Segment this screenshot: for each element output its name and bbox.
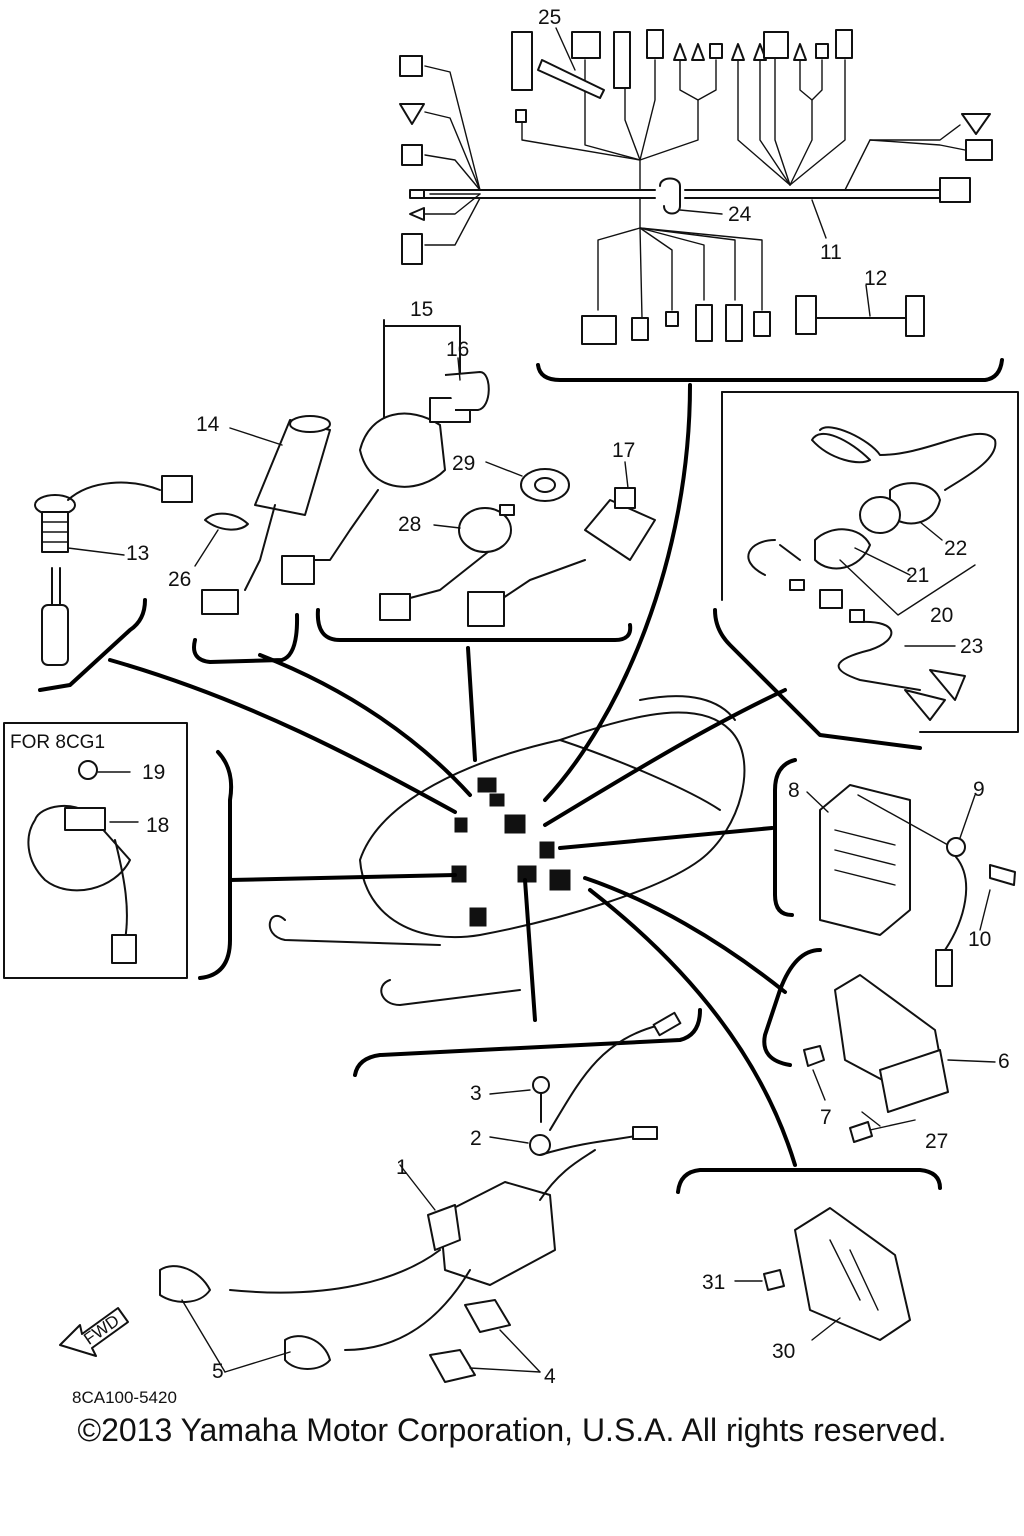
callout-19: 19 — [142, 761, 165, 784]
inset-8cg1 — [3, 722, 234, 980]
callout-12: 12 — [864, 267, 887, 290]
callout-17: 17 — [612, 439, 635, 462]
callout-27: 27 — [925, 1130, 948, 1153]
callout-15: 15 — [410, 298, 433, 321]
rectifier-regulator — [773, 758, 1016, 987]
callout-8: 8 — [788, 779, 800, 802]
callout-29: 29 — [452, 452, 475, 475]
copyright-notice: ©2013 Yamaha Motor Corporation, U.S.A. A… — [77, 1412, 947, 1448]
inset-label: FOR 8CG1 — [10, 732, 105, 753]
callout-24: 24 — [728, 203, 752, 226]
callout-labels: 25 24 11 12 15 16 14 17 29 28 13 26 22 2… — [10, 6, 1010, 1407]
diagram-code: 8CA100-5420 — [72, 1388, 177, 1407]
callout-21: 21 — [906, 564, 929, 587]
callout-31: 31 — [702, 1271, 725, 1294]
callout-3: 3 — [470, 1082, 482, 1105]
callout-11: 11 — [820, 241, 842, 264]
callout-13: 13 — [126, 542, 149, 565]
callout-1: 1 — [396, 1156, 408, 1179]
callout-18: 18 — [146, 814, 169, 837]
callout-6: 6 — [998, 1050, 1010, 1073]
callout-30: 30 — [772, 1340, 795, 1363]
callout-20: 20 — [930, 604, 953, 627]
cdi-unit — [762, 948, 996, 1143]
forward-arrow: FWD — [59, 1307, 129, 1357]
callout-28: 28 — [398, 513, 421, 536]
callout-2: 2 — [470, 1127, 482, 1150]
main-switch-box — [713, 391, 1019, 750]
switch-cluster — [34, 319, 656, 692]
callout-16: 16 — [446, 338, 469, 361]
unit-30 — [676, 1168, 942, 1341]
wire-harness-group — [399, 27, 1004, 382]
callout-4: 4 — [544, 1365, 556, 1388]
ignition-coil — [159, 1008, 702, 1383]
callout-10: 10 — [968, 928, 991, 951]
callout-25: 25 — [538, 6, 561, 29]
callout-26: 26 — [168, 568, 191, 591]
snowmobile-body — [108, 383, 797, 1167]
callout-23: 23 — [960, 635, 983, 658]
callout-7: 7 — [820, 1106, 832, 1129]
callout-14: 14 — [196, 413, 220, 436]
callout-9: 9 — [973, 778, 985, 801]
callout-5: 5 — [212, 1360, 224, 1383]
callout-22: 22 — [944, 537, 967, 560]
